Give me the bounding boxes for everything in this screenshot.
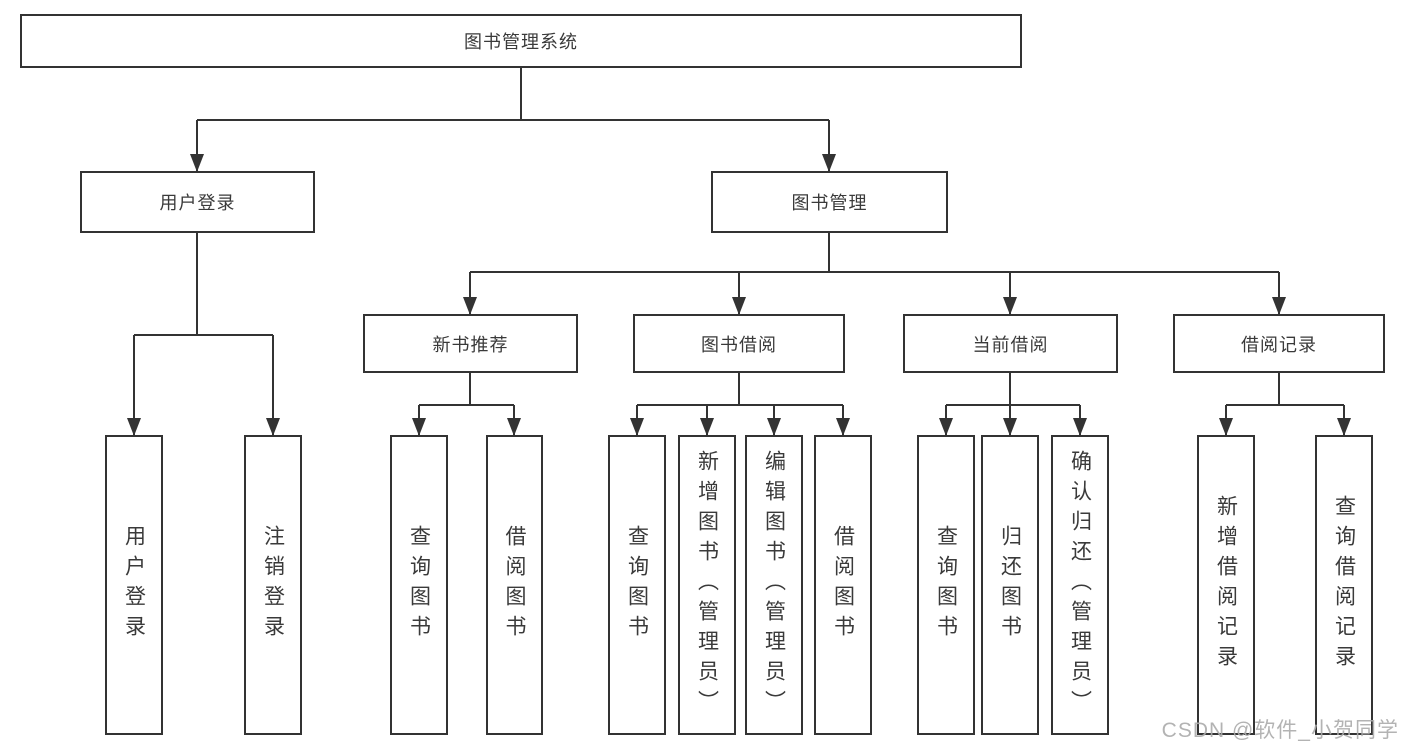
leaf-label: 新增图书（管理员） xyxy=(695,450,719,720)
node-book-borrowing: 图书借阅 xyxy=(633,314,845,373)
node-current-borrowing: 当前借阅 xyxy=(903,314,1118,373)
leaf-borrow-books-borrow: 借阅图书 xyxy=(814,435,872,735)
leaf-add-borrow-record: 新增借阅记录 xyxy=(1197,435,1255,735)
node-book-management: 图书管理 xyxy=(711,171,948,233)
leaf-label: 归还图书 xyxy=(998,525,1022,645)
node-library-management-system: 图书管理系统 xyxy=(20,14,1022,68)
leaf-return-books: 归还图书 xyxy=(981,435,1039,735)
leaf-label: 查询图书 xyxy=(934,525,958,645)
node-user-login: 用户登录 xyxy=(80,171,315,233)
leaf-query-books-current: 查询图书 xyxy=(917,435,975,735)
leaf-label: 借阅图书 xyxy=(503,525,526,645)
watermark-text: CSDN @软件_小贺同学 xyxy=(1161,719,1399,742)
leaf-label: 编辑图书（管理员） xyxy=(762,450,786,720)
leaf-label: 确认归还（管理员） xyxy=(1068,450,1092,720)
leaf-edit-book-admin: 编辑图书（管理员） xyxy=(745,435,803,735)
leaf-query-borrow-record: 查询借阅记录 xyxy=(1315,435,1373,735)
leaf-label: 借阅图书 xyxy=(831,525,855,645)
leaf-label: 查询借阅记录 xyxy=(1332,495,1356,675)
leaf-query-books-borrow: 查询图书 xyxy=(608,435,666,735)
leaf-query-books-rec: 查询图书 xyxy=(390,435,448,735)
leaf-add-book-admin: 新增图书（管理员） xyxy=(678,435,736,735)
leaf-label: 新增借阅记录 xyxy=(1214,495,1238,675)
leaf-borrow-books-rec: 借阅图书 xyxy=(486,435,543,735)
leaf-label: 注销登录 xyxy=(261,525,285,645)
leaf-label: 查询图书 xyxy=(625,525,649,645)
leaf-user-login: 用户登录 xyxy=(105,435,163,735)
leaf-label: 查询图书 xyxy=(407,525,431,645)
leaf-label: 用户登录 xyxy=(122,525,146,645)
node-borrowing-records: 借阅记录 xyxy=(1173,314,1385,373)
leaf-logout: 注销登录 xyxy=(244,435,302,735)
leaf-confirm-return-admin: 确认归还（管理员） xyxy=(1051,435,1109,735)
node-new-book-recommendation: 新书推荐 xyxy=(363,314,578,373)
